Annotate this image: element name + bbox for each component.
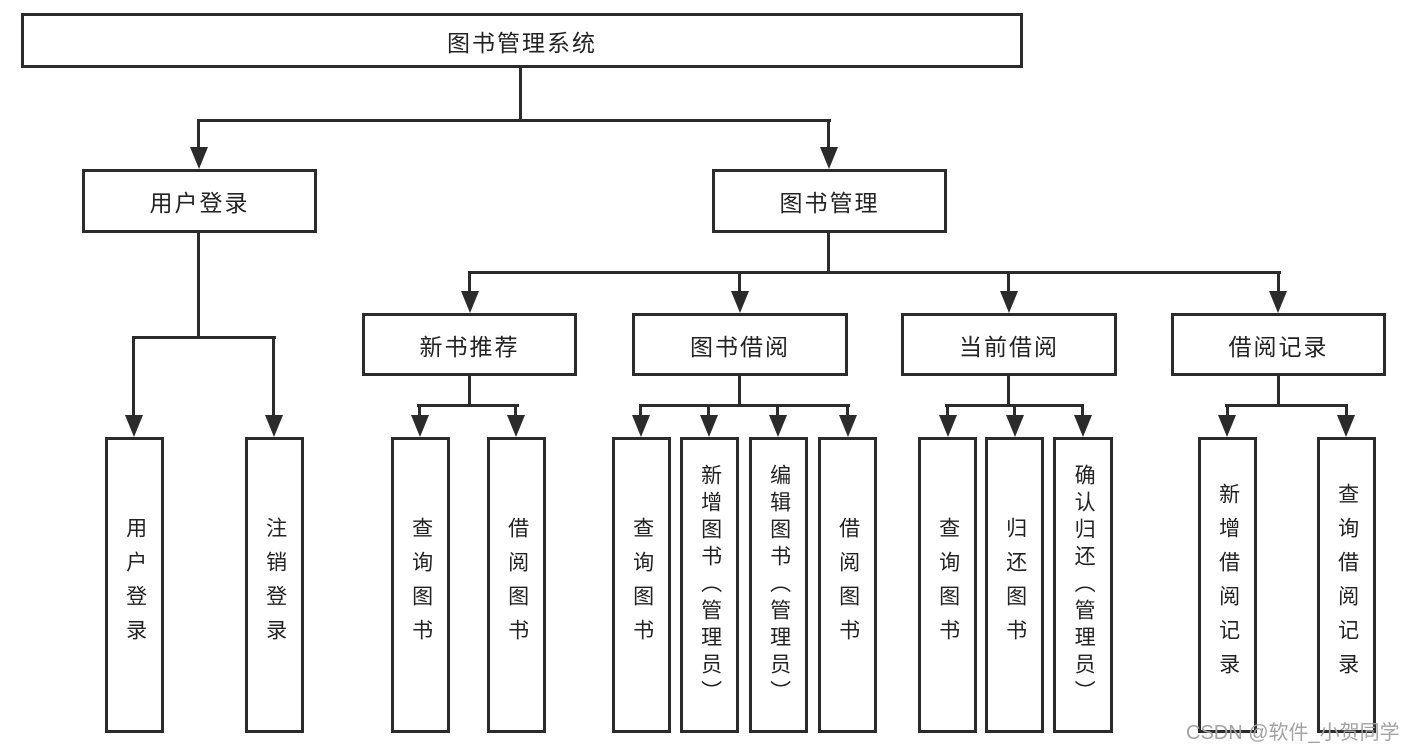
leaf-label: 新增图书（管理员） bbox=[698, 463, 722, 707]
connector-to-rec-add bbox=[1226, 404, 1229, 418]
arrowhead-records bbox=[1269, 291, 1287, 313]
connector-root-stem bbox=[519, 67, 522, 121]
connector-login-stem bbox=[197, 232, 200, 338]
node-book-management: 图书管理 bbox=[712, 169, 947, 233]
connector-to-recommend bbox=[468, 271, 471, 297]
connector-bm-rail bbox=[468, 271, 1281, 274]
connector-to-bb-edit bbox=[776, 404, 779, 418]
leaf-recommend-borrow-book: 借阅图书 bbox=[487, 437, 546, 733]
connector-to-rec-query bbox=[418, 404, 421, 418]
leaf-user-login: 用户登录 bbox=[105, 437, 164, 733]
leaf-label: 查询借阅记录 bbox=[1335, 483, 1359, 687]
leaf-add-borrow-record: 新增借阅记录 bbox=[1198, 437, 1257, 733]
leaf-borrow-query-book: 查询图书 bbox=[612, 437, 671, 733]
connector-root-rail bbox=[197, 119, 831, 122]
leaf-logout: 注销登录 bbox=[245, 437, 304, 733]
connector-to-leaf-logout bbox=[272, 336, 275, 418]
connector-to-book-management bbox=[827, 119, 830, 153]
arrowhead-cb-query bbox=[939, 415, 957, 437]
arrowhead-borrow bbox=[731, 291, 749, 313]
leaf-recommend-query-book: 查询图书 bbox=[391, 437, 450, 733]
connector-to-current bbox=[1007, 271, 1010, 297]
arrowhead-bb-query bbox=[632, 415, 650, 437]
connector-to-leaf-login bbox=[132, 336, 135, 418]
leaf-label: 用户登录 bbox=[123, 517, 147, 653]
connector-to-cb-return bbox=[1013, 404, 1016, 418]
leaf-label: 查询图书 bbox=[409, 517, 433, 653]
leaf-label: 归还图书 bbox=[1003, 517, 1027, 653]
connector-bm-stem bbox=[827, 232, 830, 274]
leaf-current-query-book: 查询图书 bbox=[918, 437, 977, 733]
leaf-confirm-return-admin: 确认归还（管理员） bbox=[1053, 437, 1113, 733]
arrowhead-rec-query bbox=[411, 415, 429, 437]
connector-records-rail bbox=[1225, 404, 1348, 407]
leaf-label: 确认归还（管理员） bbox=[1072, 463, 1096, 707]
arrowhead-cb-confirm bbox=[1074, 415, 1092, 437]
leaf-label: 查询图书 bbox=[630, 517, 654, 653]
leaf-borrow-book: 借阅图书 bbox=[818, 437, 877, 733]
node-new-book-recommend: 新书推荐 bbox=[362, 313, 577, 376]
connector-to-cb-query bbox=[946, 404, 949, 418]
leaf-label: 新增借阅记录 bbox=[1216, 483, 1240, 687]
connector-to-bb-query bbox=[639, 404, 642, 418]
leaf-label: 借阅图书 bbox=[836, 517, 860, 653]
leaf-edit-book-admin: 编辑图书（管理员） bbox=[749, 437, 808, 733]
node-user-login: 用户登录 bbox=[82, 169, 317, 233]
connector-login-rail bbox=[132, 336, 276, 339]
arrowhead-leaf-logout bbox=[265, 415, 283, 437]
leaf-add-book-admin: 新增图书（管理员） bbox=[680, 437, 739, 733]
arrowhead-bb-borrow bbox=[839, 415, 857, 437]
node-current-borrow: 当前借阅 bbox=[901, 313, 1117, 376]
arrowhead-book-management bbox=[820, 147, 838, 169]
connector-current-stem bbox=[1007, 375, 1010, 406]
connector-to-rec-query2 bbox=[1345, 404, 1348, 418]
node-borrow-records: 借阅记录 bbox=[1171, 313, 1386, 376]
arrowhead-user-login bbox=[190, 147, 208, 169]
leaf-label: 注销登录 bbox=[263, 517, 287, 653]
leaf-return-book: 归还图书 bbox=[985, 437, 1044, 733]
node-root: 图书管理系统 bbox=[21, 13, 1023, 68]
leaf-label: 查询图书 bbox=[936, 517, 960, 653]
connector-recommend-rail bbox=[417, 404, 519, 407]
arrowhead-rec-borrow bbox=[507, 415, 525, 437]
connector-to-bb-add bbox=[707, 404, 710, 418]
leaf-label: 借阅图书 bbox=[505, 517, 529, 653]
node-book-borrow: 图书借阅 bbox=[632, 313, 848, 376]
connector-to-bb-borrow bbox=[846, 404, 849, 418]
connector-records-stem bbox=[1277, 375, 1280, 406]
arrowhead-bb-add bbox=[700, 415, 718, 437]
connector-borrow-rail bbox=[639, 404, 850, 407]
connector-to-rec-borrow bbox=[514, 404, 517, 418]
arrowhead-leaf-login bbox=[125, 415, 143, 437]
connector-borrow-stem bbox=[738, 375, 741, 406]
arrowhead-bb-edit bbox=[769, 415, 787, 437]
leaf-query-borrow-record: 查询借阅记录 bbox=[1317, 437, 1376, 733]
connector-to-cb-confirm bbox=[1081, 404, 1084, 418]
connector-recommend-stem bbox=[468, 375, 471, 406]
leaf-label: 编辑图书（管理员） bbox=[767, 463, 791, 707]
connector-to-records bbox=[1277, 271, 1280, 297]
connector-to-user-login bbox=[197, 119, 200, 153]
arrowhead-record-query bbox=[1337, 415, 1355, 437]
arrowhead-current bbox=[1000, 291, 1018, 313]
arrowhead-recommend bbox=[461, 291, 479, 313]
arrowhead-record-add bbox=[1218, 415, 1236, 437]
csdn-watermark: CSDN @软件_小贺同学 bbox=[1186, 722, 1400, 744]
connector-to-borrow bbox=[738, 271, 741, 297]
arrowhead-cb-return bbox=[1006, 415, 1024, 437]
